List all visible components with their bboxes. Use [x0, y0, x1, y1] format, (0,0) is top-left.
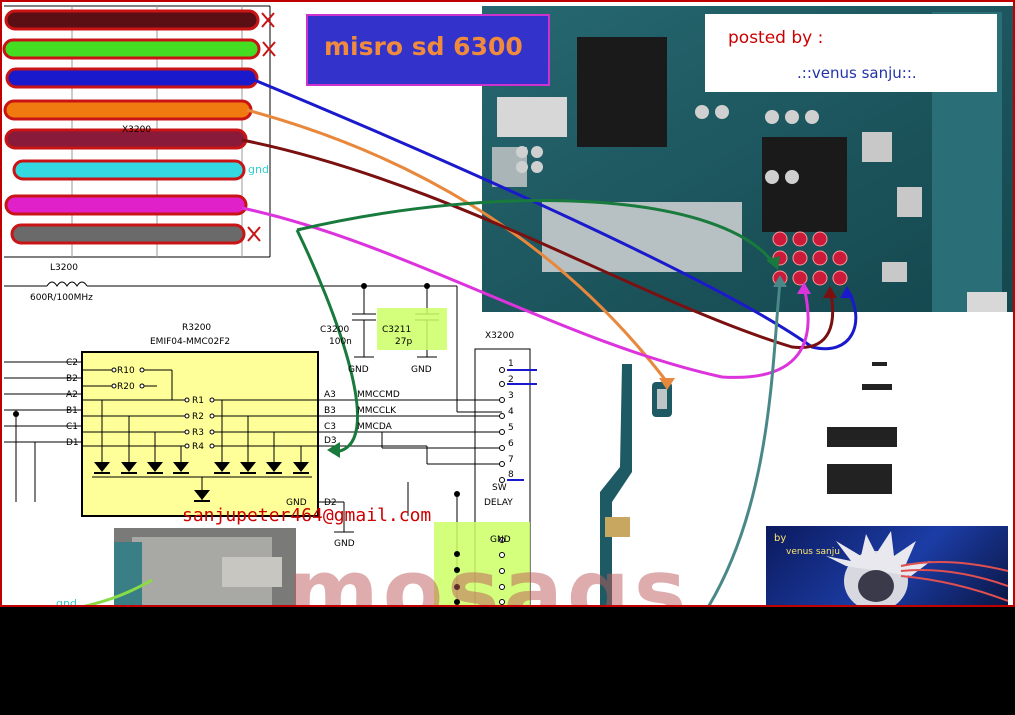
- by-author: venus sanju: [786, 547, 840, 557]
- gnd-label-5: GND: [490, 535, 511, 545]
- cap-highlight: [377, 308, 447, 350]
- unused-mark-icon: [247, 226, 261, 242]
- connector-pin: 1: [508, 359, 514, 369]
- diagram-canvas: X3200 L3200 600R/100MHz R3200 EMIF04-MMC…: [0, 0, 1015, 607]
- gnd-note: gnd: [248, 163, 269, 176]
- wire-color-bar: [2, 38, 261, 60]
- signal-label: MMCCMD: [357, 390, 400, 400]
- connector-ref-faded: X3200: [122, 125, 151, 135]
- schematic-text-layer: X3200 L3200 600R/100MHz R3200 EMIF04-MMC…: [30, 125, 514, 549]
- connector-pin: 7: [508, 455, 514, 465]
- connector-pin: 2: [508, 375, 514, 385]
- posted-author: .::venus sanju::.: [797, 64, 917, 82]
- pin-label: D1: [66, 438, 79, 448]
- pin-label: C1: [66, 422, 78, 432]
- avatar-art: [826, 531, 1008, 605]
- cap1-value: 100n: [329, 337, 352, 347]
- title-box: [306, 14, 550, 86]
- pin-label: D3: [324, 436, 337, 446]
- resistor-label: R2: [192, 412, 204, 422]
- cap1-ref: C3200: [320, 325, 349, 335]
- signal-label: MMCCLK: [357, 406, 397, 416]
- connector-pin: 5: [508, 423, 514, 433]
- pin-label: A3: [324, 390, 336, 400]
- schematic-wires: [4, 5, 531, 605]
- connector-pin: 4: [508, 407, 514, 417]
- diodes: [13, 283, 460, 605]
- gnd-highlight: [434, 522, 530, 605]
- wire-color-bar: [5, 67, 259, 89]
- gnd-note-2: gnd: [56, 597, 77, 607]
- sw-label: SW: [492, 483, 507, 493]
- wire-color-bar: [4, 128, 248, 150]
- wire-color-bar: [4, 194, 248, 216]
- sd-slot-photo: [114, 528, 296, 605]
- diagram-title: misro sd 6300: [324, 32, 523, 61]
- author-avatar-image: [766, 526, 1008, 605]
- connector-ref: X3200: [485, 331, 514, 341]
- connector-pin: 8: [508, 470, 514, 480]
- delay-label: DELAY: [484, 498, 513, 508]
- wire-color-bar: [4, 9, 260, 31]
- gnd-label-3: GND: [286, 498, 307, 508]
- wire-color-bar: [12, 159, 246, 181]
- filter-part: EMIF04-MMC02F2: [150, 337, 230, 347]
- pin-label: B2: [66, 374, 78, 384]
- bottom-black-strip: [0, 607, 1015, 715]
- unused-mark-icon: [262, 41, 276, 57]
- gnd-label-4: GND: [334, 539, 355, 549]
- gnd-label-1: GND: [348, 365, 369, 375]
- pin-label: D2: [324, 498, 337, 508]
- pin-label: C3: [324, 422, 336, 432]
- gnd-label-2: GND: [411, 365, 432, 375]
- resistor-label: R3: [192, 428, 204, 438]
- email-text: sanjupeter464@gmail.com: [182, 505, 432, 526]
- inductor-value: 600R/100MHz: [30, 293, 93, 303]
- watermark: mosaqs: [287, 540, 691, 607]
- resistor-label: R4: [192, 442, 204, 452]
- wire-traces: [83, 77, 858, 605]
- posted-label: posted by :: [728, 28, 824, 48]
- by-label: by: [774, 533, 787, 544]
- pin-label: B1: [66, 406, 78, 416]
- wire-color-bar: [10, 223, 246, 245]
- connector-pin: 6: [508, 439, 514, 449]
- pin-label: C2: [66, 358, 78, 368]
- connector-pin: 3: [508, 391, 514, 401]
- resistor-label: R1: [192, 396, 204, 406]
- inductor-ref: L3200: [50, 263, 78, 273]
- pin-label: A2: [66, 390, 78, 400]
- resistor-label: R20: [117, 382, 135, 392]
- pin-label: B3: [324, 406, 336, 416]
- unused-mark-icon: [261, 12, 275, 28]
- signal-label: MMCDA: [357, 422, 393, 432]
- resistor-label: R10: [117, 366, 135, 376]
- cap2-value: 27p: [395, 337, 412, 347]
- posted-box: [705, 14, 997, 92]
- filter-ref: R3200: [182, 323, 211, 333]
- cap2-ref: C3211: [382, 325, 411, 335]
